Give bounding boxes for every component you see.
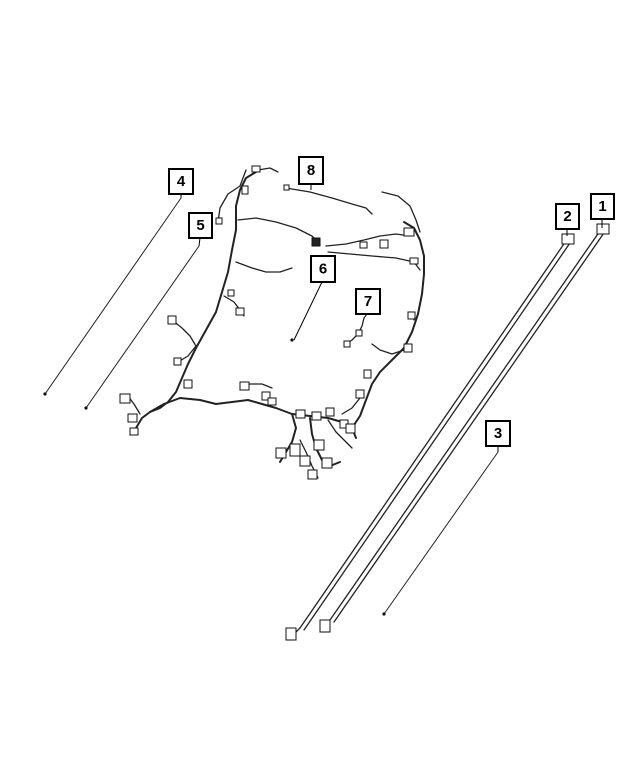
cable-item-1	[319, 223, 610, 633]
callout-1: 1	[590, 193, 615, 220]
callout-5: 5	[188, 212, 213, 239]
cable-item-4	[43, 197, 182, 396]
callout-7-label: 7	[364, 293, 372, 310]
leader-lines	[180, 184, 603, 452]
callout-6: 6	[310, 255, 336, 283]
callout-3-label: 3	[494, 425, 502, 442]
callout-3: 3	[485, 420, 511, 447]
callout-2: 2	[555, 203, 580, 230]
callout-4-label: 4	[177, 173, 186, 190]
callout-8: 8	[298, 156, 324, 185]
callout-5-label: 5	[196, 217, 204, 234]
main-wiring-harness	[119, 165, 425, 480]
cable-item-2	[285, 233, 575, 641]
callout-8-label: 8	[307, 162, 315, 179]
wire-item-8	[283, 184, 373, 215]
callout-1-label: 1	[598, 198, 606, 215]
callout-7: 7	[355, 288, 381, 315]
callout-4: 4	[168, 168, 194, 195]
wire-item-7	[343, 317, 365, 348]
callout-2-label: 2	[563, 208, 571, 225]
cable-item-3	[382, 451, 499, 616]
cable-item-5	[84, 245, 200, 410]
callout-6-label: 6	[319, 261, 327, 278]
